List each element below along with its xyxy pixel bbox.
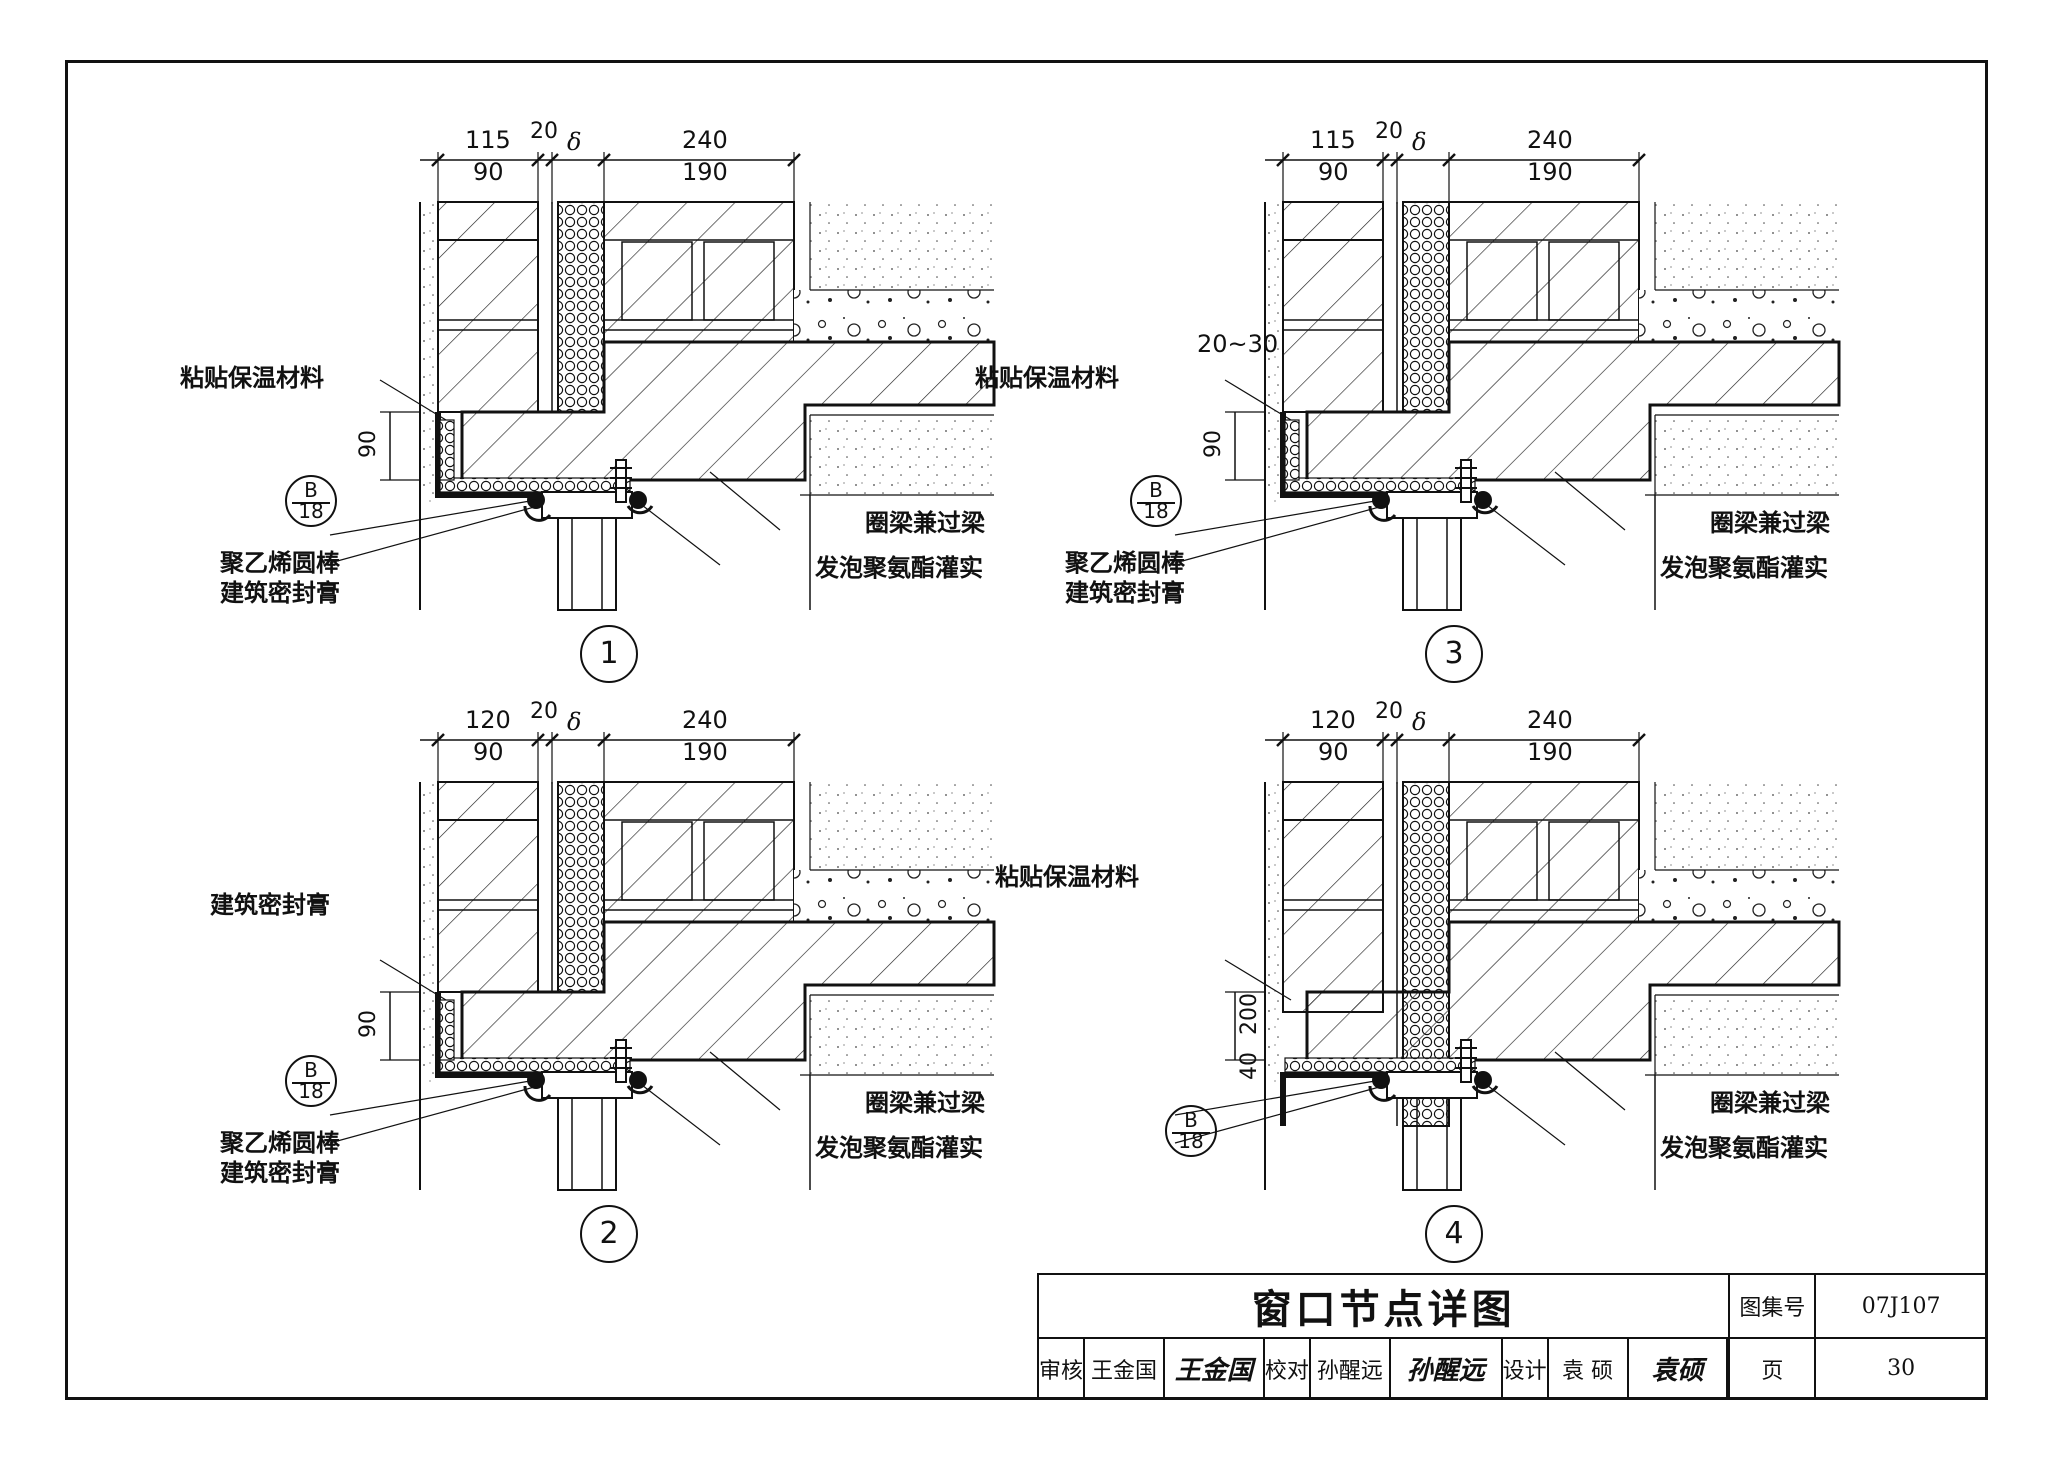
dim-height-90: 90 xyxy=(1201,430,1226,458)
label-sealant: 建筑密封膏 xyxy=(220,1159,340,1187)
dim-top-outer: 120 xyxy=(1310,706,1356,734)
dim-top-outer: 120 xyxy=(465,706,511,734)
ref-page: 18 xyxy=(298,1079,324,1103)
dim-height-200: 200 xyxy=(1237,993,1262,1035)
reviewer-signature: 王金国 xyxy=(1162,1337,1265,1400)
checker-name: 孙醒远 xyxy=(1308,1337,1391,1400)
label-sealant: 建筑密封膏 xyxy=(1065,579,1185,607)
drawing-sheet xyxy=(65,60,1988,1400)
section-drawing xyxy=(1174,152,1841,611)
page-label: 页 xyxy=(1728,1337,1817,1400)
dim-gap: 20 xyxy=(530,119,558,144)
dim-right-inner: 190 xyxy=(682,738,728,766)
drawing-title: 窗口节点详图 xyxy=(1036,1273,1731,1339)
ref-page: 18 xyxy=(1143,499,1169,523)
label-insulation: 粘贴保温材料 xyxy=(180,364,324,392)
ref-letter: B xyxy=(1184,1108,1198,1132)
dim-side-gap: 20~30 xyxy=(1197,330,1279,358)
label-sealant: 建筑密封膏 xyxy=(220,579,340,607)
label-ring-beam-lintel: 圈梁兼过梁 xyxy=(865,1089,985,1117)
detail-number: 4 xyxy=(1425,1205,1483,1263)
designer-signature: 袁硕 xyxy=(1626,1337,1729,1400)
detail-number: 2 xyxy=(580,1205,638,1263)
page-number: 30 xyxy=(1814,1337,1988,1400)
label-foam-fill: 发泡聚氨酯灌实 xyxy=(815,1134,983,1162)
dim-height-40: 40 xyxy=(1237,1052,1262,1080)
design-label: 设计 xyxy=(1500,1337,1549,1400)
section-drawing xyxy=(1174,732,1841,1191)
dim-right-inner: 190 xyxy=(1527,158,1573,186)
dim-top-outer-inner: 90 xyxy=(473,158,504,186)
dim-top-outer: 115 xyxy=(465,126,511,154)
label-sealant-top: 建筑密封膏 xyxy=(210,891,330,919)
window-detail-3: 115 90 20 δ 240 190 90 20~30 粘贴保温材料圈梁兼过梁发泡聚氨酯灌实 聚… xyxy=(975,119,1845,683)
dim-delta: δ xyxy=(1412,708,1427,736)
ref-letter: B xyxy=(304,478,318,502)
detail-number: 3 xyxy=(1425,625,1483,683)
dim-delta: δ xyxy=(1412,128,1427,156)
label-ring-beam-lintel: 圈梁兼过梁 xyxy=(1710,509,1830,537)
check-label: 校对 xyxy=(1262,1337,1311,1400)
ref-page: 18 xyxy=(1178,1129,1204,1153)
dim-delta: δ xyxy=(567,128,582,156)
section-drawing xyxy=(329,732,996,1191)
label-foam-fill: 发泡聚氨酯灌实 xyxy=(1660,1134,1828,1162)
dim-top-outer-inner: 90 xyxy=(1318,738,1349,766)
window-detail-1: 115 90 20 δ 240 190 90 粘贴保温材料圈梁兼过梁发泡聚氨酯灌实 聚乙烯圆棒建… xyxy=(180,119,1000,683)
reviewer-name: 王金国 xyxy=(1083,1337,1165,1400)
dim-gap: 20 xyxy=(530,699,558,724)
atlas-label: 图集号 xyxy=(1728,1273,1817,1339)
dim-top-outer: 115 xyxy=(1310,126,1356,154)
review-label: 审核 xyxy=(1036,1337,1086,1400)
designer-name: 袁 硕 xyxy=(1546,1337,1629,1400)
detail-number: 1 xyxy=(580,625,638,683)
label-ring-beam-lintel: 圈梁兼过梁 xyxy=(1710,1089,1830,1117)
dim-gap: 20 xyxy=(1375,699,1403,724)
dim-right-outer: 240 xyxy=(682,126,728,154)
dim-height-90: 90 xyxy=(356,1010,381,1038)
atlas-number: 07J107 xyxy=(1814,1273,1988,1339)
dim-right-outer: 240 xyxy=(682,706,728,734)
label-ring-beam-lintel: 圈梁兼过梁 xyxy=(865,509,985,537)
dim-top-outer-inner: 90 xyxy=(473,738,504,766)
section-drawing xyxy=(329,152,996,611)
checker-signature: 孙醒远 xyxy=(1388,1337,1503,1400)
label-foam-fill: 发泡聚氨酯灌实 xyxy=(815,554,983,582)
ref-letter: B xyxy=(1149,478,1163,502)
dim-gap: 20 xyxy=(1375,119,1403,144)
title-block: 窗口节点详图 图集号 07J107 审核 王金国 王金国 校对 孙醒远 孙醒远 … xyxy=(1036,1273,1988,1400)
label-insulation: 粘贴保温材料 xyxy=(995,863,1139,891)
ref-letter: B xyxy=(304,1058,318,1082)
dim-height-90: 90 xyxy=(356,430,381,458)
dim-right-outer: 240 xyxy=(1527,706,1573,734)
label-pe-rod: 聚乙烯圆棒 xyxy=(220,549,340,577)
dim-delta: δ xyxy=(567,708,582,736)
label-foam-fill: 发泡聚氨酯灌实 xyxy=(1660,554,1828,582)
dim-right-outer: 240 xyxy=(1527,126,1573,154)
dim-right-inner: 190 xyxy=(1527,738,1573,766)
ref-page: 18 xyxy=(298,499,324,523)
label-insulation: 粘贴保温材料 xyxy=(975,364,1119,392)
dim-right-inner: 190 xyxy=(682,158,728,186)
label-pe-rod: 聚乙烯圆棒 xyxy=(220,1129,340,1157)
label-pe-rod: 聚乙烯圆棒 xyxy=(1065,549,1185,577)
dim-top-outer-inner: 90 xyxy=(1318,158,1349,186)
